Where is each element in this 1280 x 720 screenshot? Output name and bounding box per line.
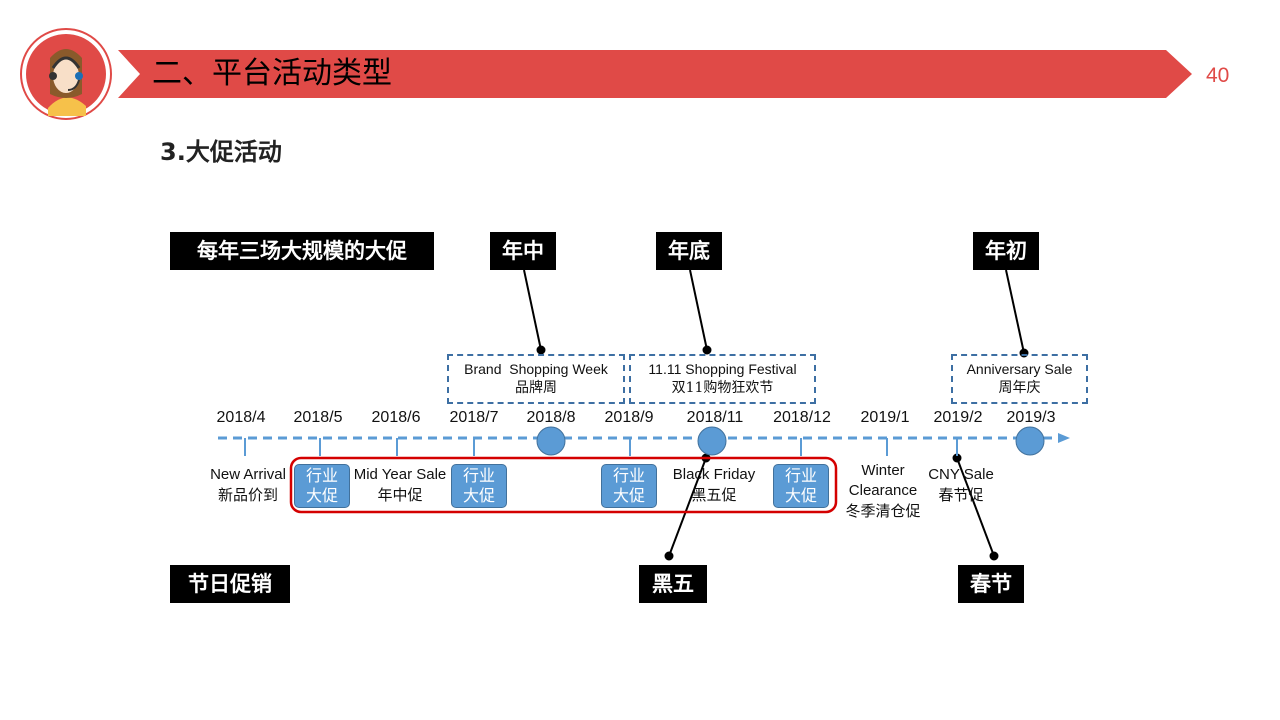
tag-mid-year: 年中	[490, 232, 556, 270]
promo-black-friday-zh: 黑五促	[691, 486, 737, 504]
promo-winter-clearance: Winter Clearance 冬季清仓促	[845, 461, 920, 521]
month-label: 2018/7	[449, 409, 499, 426]
title-banner	[118, 50, 1192, 98]
event-anniversary: Anniversary Sale 周年庆	[951, 354, 1088, 404]
promo-black-friday-en: Black Friday	[672, 466, 756, 483]
tag-spring-festival: 春节	[958, 565, 1024, 603]
month-label: 2019/1	[860, 409, 910, 426]
industry-promo-line2: 大促	[612, 486, 645, 505]
month-label: 2018/8	[526, 409, 576, 426]
industry-promo-box: 行业 大促	[451, 464, 507, 508]
promo-new-arrival-en: New Arrival	[210, 466, 286, 483]
promo-winter-clearance-en2: Clearance	[848, 482, 918, 499]
event-double11-en: 11.11 Shopping Festival	[648, 361, 797, 377]
event-anniversary-en: Anniversary Sale	[966, 361, 1073, 377]
industry-promo-box: 行业 大促	[773, 464, 829, 508]
promo-winter-clearance-zh: 冬季清仓促	[845, 502, 921, 520]
promo-black-friday: Black Friday 黑五促	[673, 465, 756, 505]
event-anniversary-zh: 周年庆	[998, 380, 1041, 396]
industry-promo-line2: 大促	[305, 486, 338, 505]
promo-new-arrival-zh: 新品价到	[217, 486, 279, 504]
promo-cny-sale-zh: 春节促	[938, 486, 984, 504]
industry-promo-line1: 行业	[612, 466, 645, 485]
industry-promo-line2: 大促	[784, 486, 817, 505]
month-label: 2018/6	[371, 409, 421, 426]
event-brand-week: Brand Shopping Week 品牌周	[447, 354, 625, 404]
page-title: 二、平台活动类型	[152, 56, 392, 91]
tag-annual-big-sales: 每年三场大规模的大促	[170, 232, 434, 270]
event-brand-week-en: Brand Shopping Week	[464, 361, 608, 377]
promo-cny-sale: CNY Sale 春节促	[928, 465, 994, 505]
industry-promo-box: 行业 大促	[294, 464, 350, 508]
industry-promo-line1: 行业	[305, 466, 338, 485]
industry-promo-line1: 行业	[784, 466, 817, 485]
month-label: 2019/2	[933, 409, 983, 426]
event-brand-week-zh: 品牌周	[515, 380, 557, 396]
promo-winter-clearance-en1: Winter	[861, 462, 905, 479]
promo-new-arrival: New Arrival 新品价到	[210, 465, 286, 505]
tag-black-friday: 黑五	[639, 565, 707, 603]
customer-service-avatar-icon	[20, 28, 112, 120]
month-label: 2018/9	[604, 409, 654, 426]
month-label: 2019/3	[1006, 409, 1056, 426]
promo-cny-sale-en: CNY Sale	[928, 466, 994, 483]
tag-year-end: 年底	[656, 232, 722, 270]
month-label: 2018/4	[216, 409, 266, 426]
industry-promo-box: 行业 大促	[601, 464, 657, 508]
event-double11-zh: 双11购物狂欢节	[671, 380, 774, 396]
industry-promo-line1: 行业	[462, 466, 495, 485]
tag-year-start: 年初	[973, 232, 1039, 270]
month-label: 2018/11	[686, 409, 744, 426]
section-heading: 3.大促活动	[160, 138, 282, 166]
month-label: 2018/12	[773, 409, 831, 426]
tag-festival-sales: 节日促销	[170, 565, 290, 603]
industry-promo-line2: 大促	[462, 486, 495, 505]
page-number: 40	[1206, 64, 1230, 87]
event-double11: 11.11 Shopping Festival 双11购物狂欢节	[629, 354, 816, 404]
promo-mid-year-sale-zh: 年中促	[377, 486, 423, 504]
promo-mid-year-sale: Mid Year Sale 年中促	[354, 465, 447, 505]
promo-mid-year-sale-en: Mid Year Sale	[353, 466, 447, 483]
month-label: 2018/5	[293, 409, 343, 426]
